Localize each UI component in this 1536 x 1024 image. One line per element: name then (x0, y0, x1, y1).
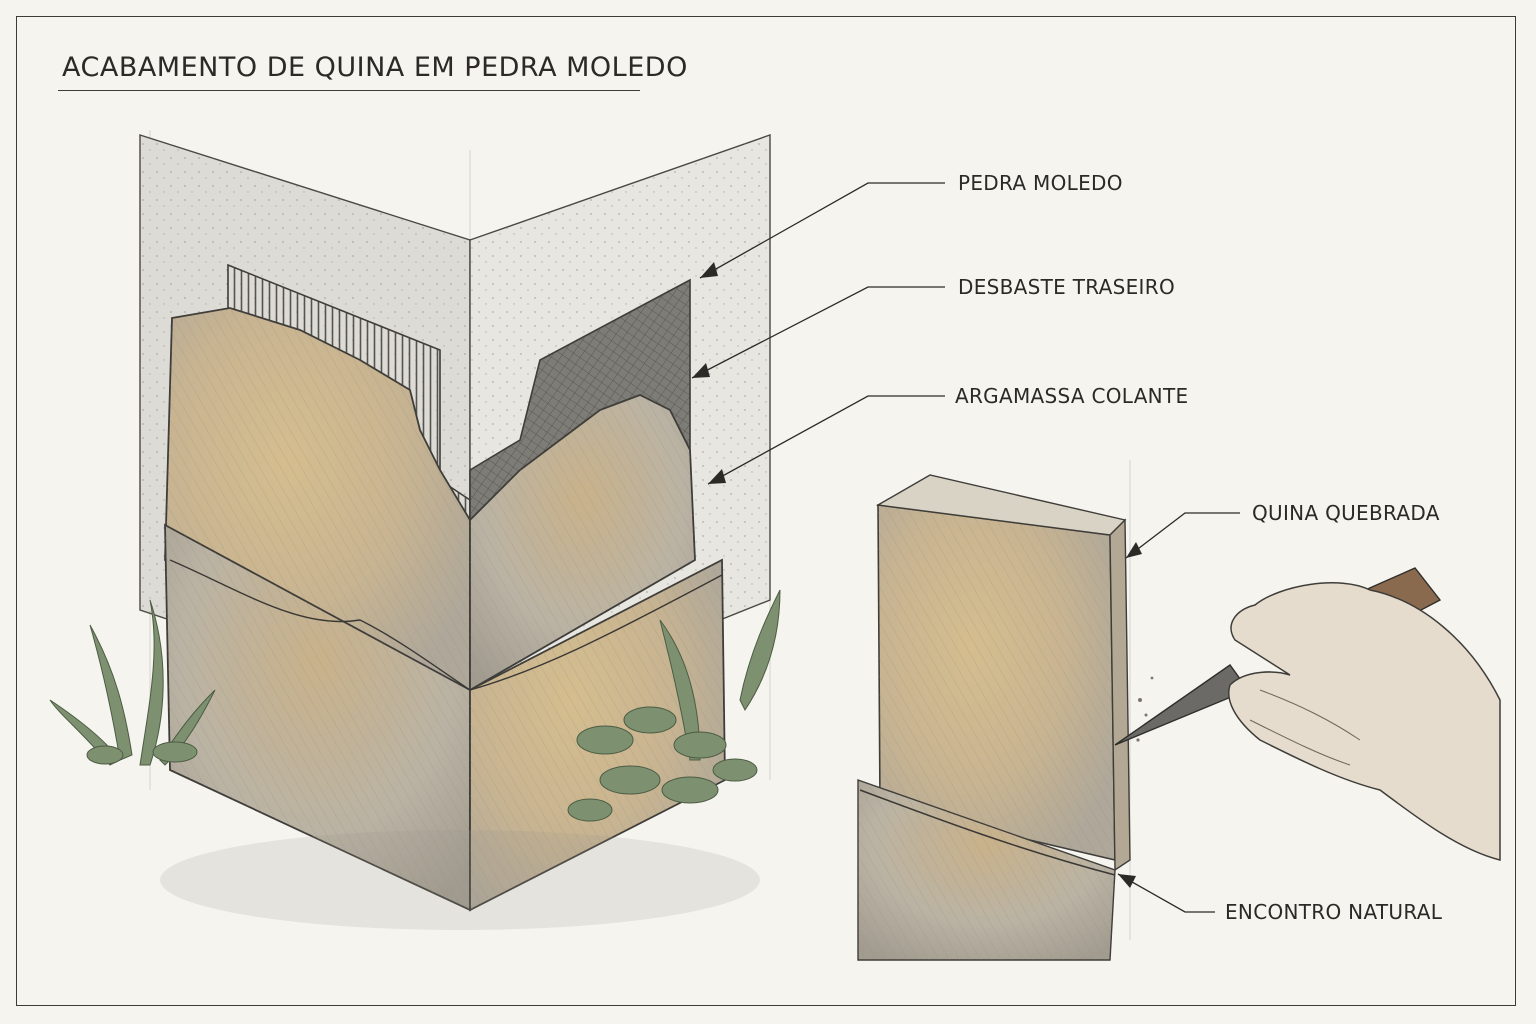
plant-left (49, 599, 216, 766)
hand (1228, 582, 1501, 861)
callout-encontro-natural: ENCONTRO NATURAL (1225, 900, 1443, 924)
plant-right (567, 589, 781, 822)
drawing-frame (16, 16, 1516, 1006)
callout-desbaste-traseiro: DESBASTE TRASEIRO (958, 275, 1175, 299)
callout-leaders (691, 182, 1240, 913)
callout-pedra-moledo: PEDRA MOLEDO (958, 171, 1123, 195)
chisel-blade (1114, 664, 1250, 746)
callout-quina-quebrada: QUINA QUEBRADA (1252, 501, 1440, 525)
hand-with-chisel (1114, 567, 1501, 861)
detail-broken-edge (1109, 518, 1131, 872)
drawing-title: ACABAMENTO DE QUINA EM PEDRA MOLEDO (62, 52, 688, 83)
callout-argamassa-colante: ARGAMASSA COLANTE (955, 384, 1189, 408)
title-underline (58, 90, 640, 91)
detail-broken-corner (857, 474, 1501, 961)
corner-assembly (49, 134, 781, 930)
